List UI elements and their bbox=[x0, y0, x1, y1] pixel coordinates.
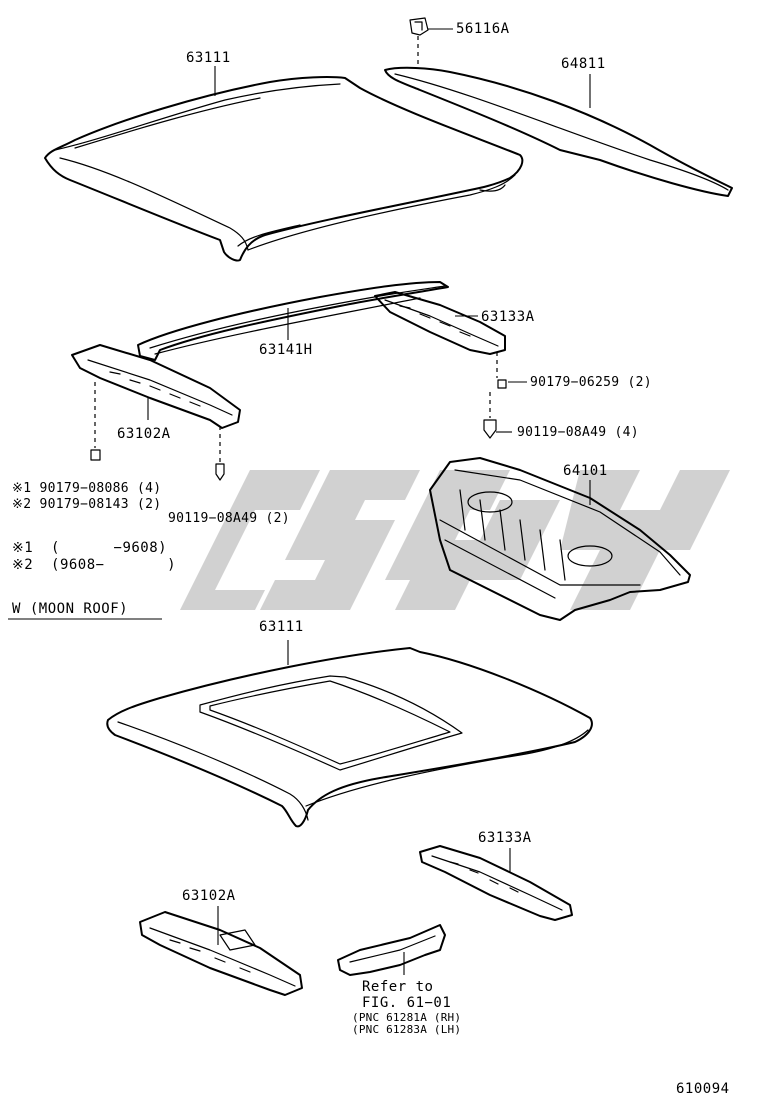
label-bracket-56116a: 56116A bbox=[456, 21, 510, 37]
figure-number: 610094 bbox=[676, 1081, 730, 1097]
leader-lines bbox=[8, 28, 591, 975]
label-clip-90179-06259: 90179−06259 (2) bbox=[530, 375, 652, 390]
back-window-glass-drawing bbox=[384, 66, 733, 197]
roof-panel-drawing bbox=[44, 76, 524, 262]
label-reinforcement-63133a: 63133A bbox=[481, 309, 535, 325]
label-refer-to: Refer to bbox=[362, 979, 434, 995]
moon-roof-heading: W (MOON ROOF) bbox=[12, 601, 129, 617]
label-range-2: ※2 (9608− ) bbox=[12, 557, 177, 573]
label-screw-90119-right: 90119−08A49 (4) bbox=[517, 425, 639, 440]
label-refer-pnc-rh: (PNC 61281A (RH) bbox=[352, 1011, 462, 1024]
label-note-2: ※2 90179−08143 (2) bbox=[12, 497, 162, 512]
roof-panel-moon-drawing bbox=[106, 647, 593, 828]
label-note-1: ※1 90179−08086 (4) bbox=[12, 481, 162, 496]
label-package-tray: 64101 bbox=[563, 463, 608, 479]
label-back-window-glass: 64811 bbox=[561, 56, 606, 72]
reinforcement-63133a-drawing bbox=[374, 291, 507, 439]
label-roof-panel: 63111 bbox=[186, 50, 231, 66]
label-refer-fig: FIG. 61−01 bbox=[362, 995, 452, 1011]
label-range-1: ※1 ( −9608) bbox=[12, 540, 168, 556]
label-screw-90119-left: 90119−08A49 (2) bbox=[168, 511, 290, 526]
reinforcement-63102a-drawing bbox=[71, 344, 241, 481]
reinforcement-63133a-moon-drawing bbox=[419, 845, 573, 921]
refer-part-drawing bbox=[337, 924, 446, 976]
package-tray-drawing bbox=[429, 457, 691, 621]
label-reinforcement-63133a-moon: 63133A bbox=[478, 830, 532, 846]
reinforcement-63141h-drawing bbox=[137, 281, 449, 361]
label-reinforcement-63102a: 63102A bbox=[117, 426, 171, 442]
watermark-logo bbox=[180, 470, 730, 610]
label-roof-panel-moon: 63111 bbox=[259, 619, 304, 635]
bracket-56116a-drawing bbox=[409, 17, 429, 68]
label-reinforcement-63141h: 63141H bbox=[259, 342, 313, 358]
label-reinforcement-63102a-moon: 63102A bbox=[182, 888, 236, 904]
label-refer-pnc-lh: (PNC 61283A (LH) bbox=[352, 1023, 462, 1036]
reinforcement-63102a-moon-drawing bbox=[139, 911, 303, 996]
